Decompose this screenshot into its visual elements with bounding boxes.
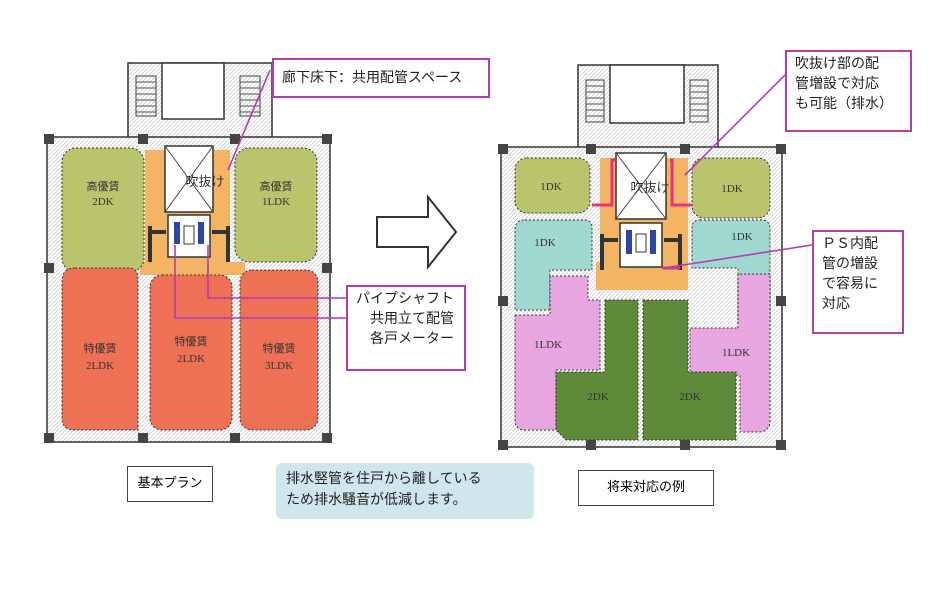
- void-pipes-callout-line-3: も可能（排水）: [795, 96, 893, 112]
- future-plan: 1DK 1DK 1DK 1DK 1LDK 1LDK 2DK 2DK 吹抜け: [498, 64, 813, 450]
- room-r-mr-type: 1DK: [731, 231, 752, 243]
- room-ul-grade: 高優賃: [87, 179, 120, 193]
- basic-plan-caption: 基本プラン: [127, 466, 213, 502]
- ps-pipes-callout-line-2: 管の増設: [822, 256, 878, 272]
- room-lm-grade: 特優賃: [175, 334, 208, 348]
- basic-plan: 高優賃 2DK 高優賃 1LDK 特優賃 2LDK 特優賃 2LDK 特優賃 3…: [44, 62, 376, 443]
- room-r-ll: [514, 275, 601, 431]
- room-r-ur: [691, 157, 771, 219]
- pipe-shaft-callout-line-2: 共用立て配管: [370, 311, 454, 327]
- room-r-ul-type: 1DK: [540, 181, 561, 193]
- room-r-ul: [514, 157, 591, 214]
- room-upper-left: [61, 147, 145, 273]
- ps-pipes-callout-line-3: で容易に: [822, 276, 878, 292]
- room-lower-middle: [149, 274, 233, 431]
- room-r-ml: [514, 219, 593, 311]
- room-r-lr: [689, 273, 771, 433]
- drain-noise-note-line-2: ため排水騒音が低減します。: [286, 492, 467, 508]
- room-ul-type: 2DK: [92, 196, 113, 208]
- room-ll-type: 2LDK: [86, 360, 114, 372]
- pipe-shaft-right: [600, 222, 682, 270]
- room-r-bl: [555, 299, 639, 441]
- room-lr-type: 3LDK: [265, 360, 293, 372]
- ps-pipes-callout-line-1: ＰＳ内配: [822, 236, 878, 252]
- room-r-lr-type: 1LDK: [722, 347, 750, 359]
- pipe-shaft-callout-line-3: 各戸メーター: [370, 331, 454, 347]
- room-r-bl-type: 2DK: [587, 391, 608, 403]
- stair-tower-right: [577, 64, 719, 154]
- void-label-left: 吹抜け: [185, 174, 224, 190]
- room-r-ll-type: 1LDK: [534, 339, 562, 351]
- room-upper-right: [234, 147, 318, 263]
- room-ll-grade: 特優賃: [84, 341, 117, 355]
- room-lower-right: [239, 269, 319, 431]
- room-r-br-type: 2DK: [679, 391, 700, 403]
- stair-tower-left: [127, 62, 273, 144]
- room-ur-type: 1LDK: [262, 196, 290, 208]
- drain-noise-note-line-1: 排水竪管を住戸から離している: [286, 471, 482, 487]
- columns-right: [498, 144, 786, 450]
- room-ur-grade: 高優賃: [260, 179, 293, 193]
- corridor-callout-text: 廊下床下：共用配管スペース: [282, 70, 463, 86]
- pipe-shaft-callout: パイプシャフト 共用立て配管 各戸メーター: [346, 285, 466, 371]
- future-plan-caption: 将来対応の例: [578, 470, 714, 506]
- room-lr-grade: 特優賃: [263, 341, 296, 355]
- void-box-right: [615, 152, 667, 220]
- void-pipes-callout: 吹抜け部の配 管増設で対応 も可能（排水）: [785, 50, 912, 132]
- room-r-ur-type: 1DK: [721, 183, 742, 195]
- room-r-br: [642, 299, 737, 441]
- transition-arrow: [376, 194, 458, 270]
- void-pipes-callout-line-2: 管増設で対応: [795, 76, 879, 92]
- ps-pipes-callout: ＰＳ内配 管の増設 で容易に 対応: [812, 230, 904, 334]
- columns-left: [44, 134, 332, 443]
- void-pipes-callout-line-1: 吹抜け部の配: [795, 56, 879, 72]
- ps-pipes-callout-line-4: 対応: [822, 296, 850, 312]
- drain-noise-note: 排水竪管を住戸から離している ため排水騒音が低減します。: [276, 463, 534, 519]
- corridor-callout: 廊下床下：共用配管スペース: [272, 58, 490, 98]
- void-label-right: 吹抜け: [630, 180, 669, 196]
- void-box-left: [164, 145, 214, 213]
- pipe-shaft-callout-line-1: パイプシャフト: [356, 291, 454, 307]
- leader-lines-right: [663, 74, 813, 269]
- room-r-ml-type: 1DK: [534, 237, 555, 249]
- room-lower-left: [61, 267, 139, 431]
- room-lm-type: 2LDK: [177, 353, 205, 365]
